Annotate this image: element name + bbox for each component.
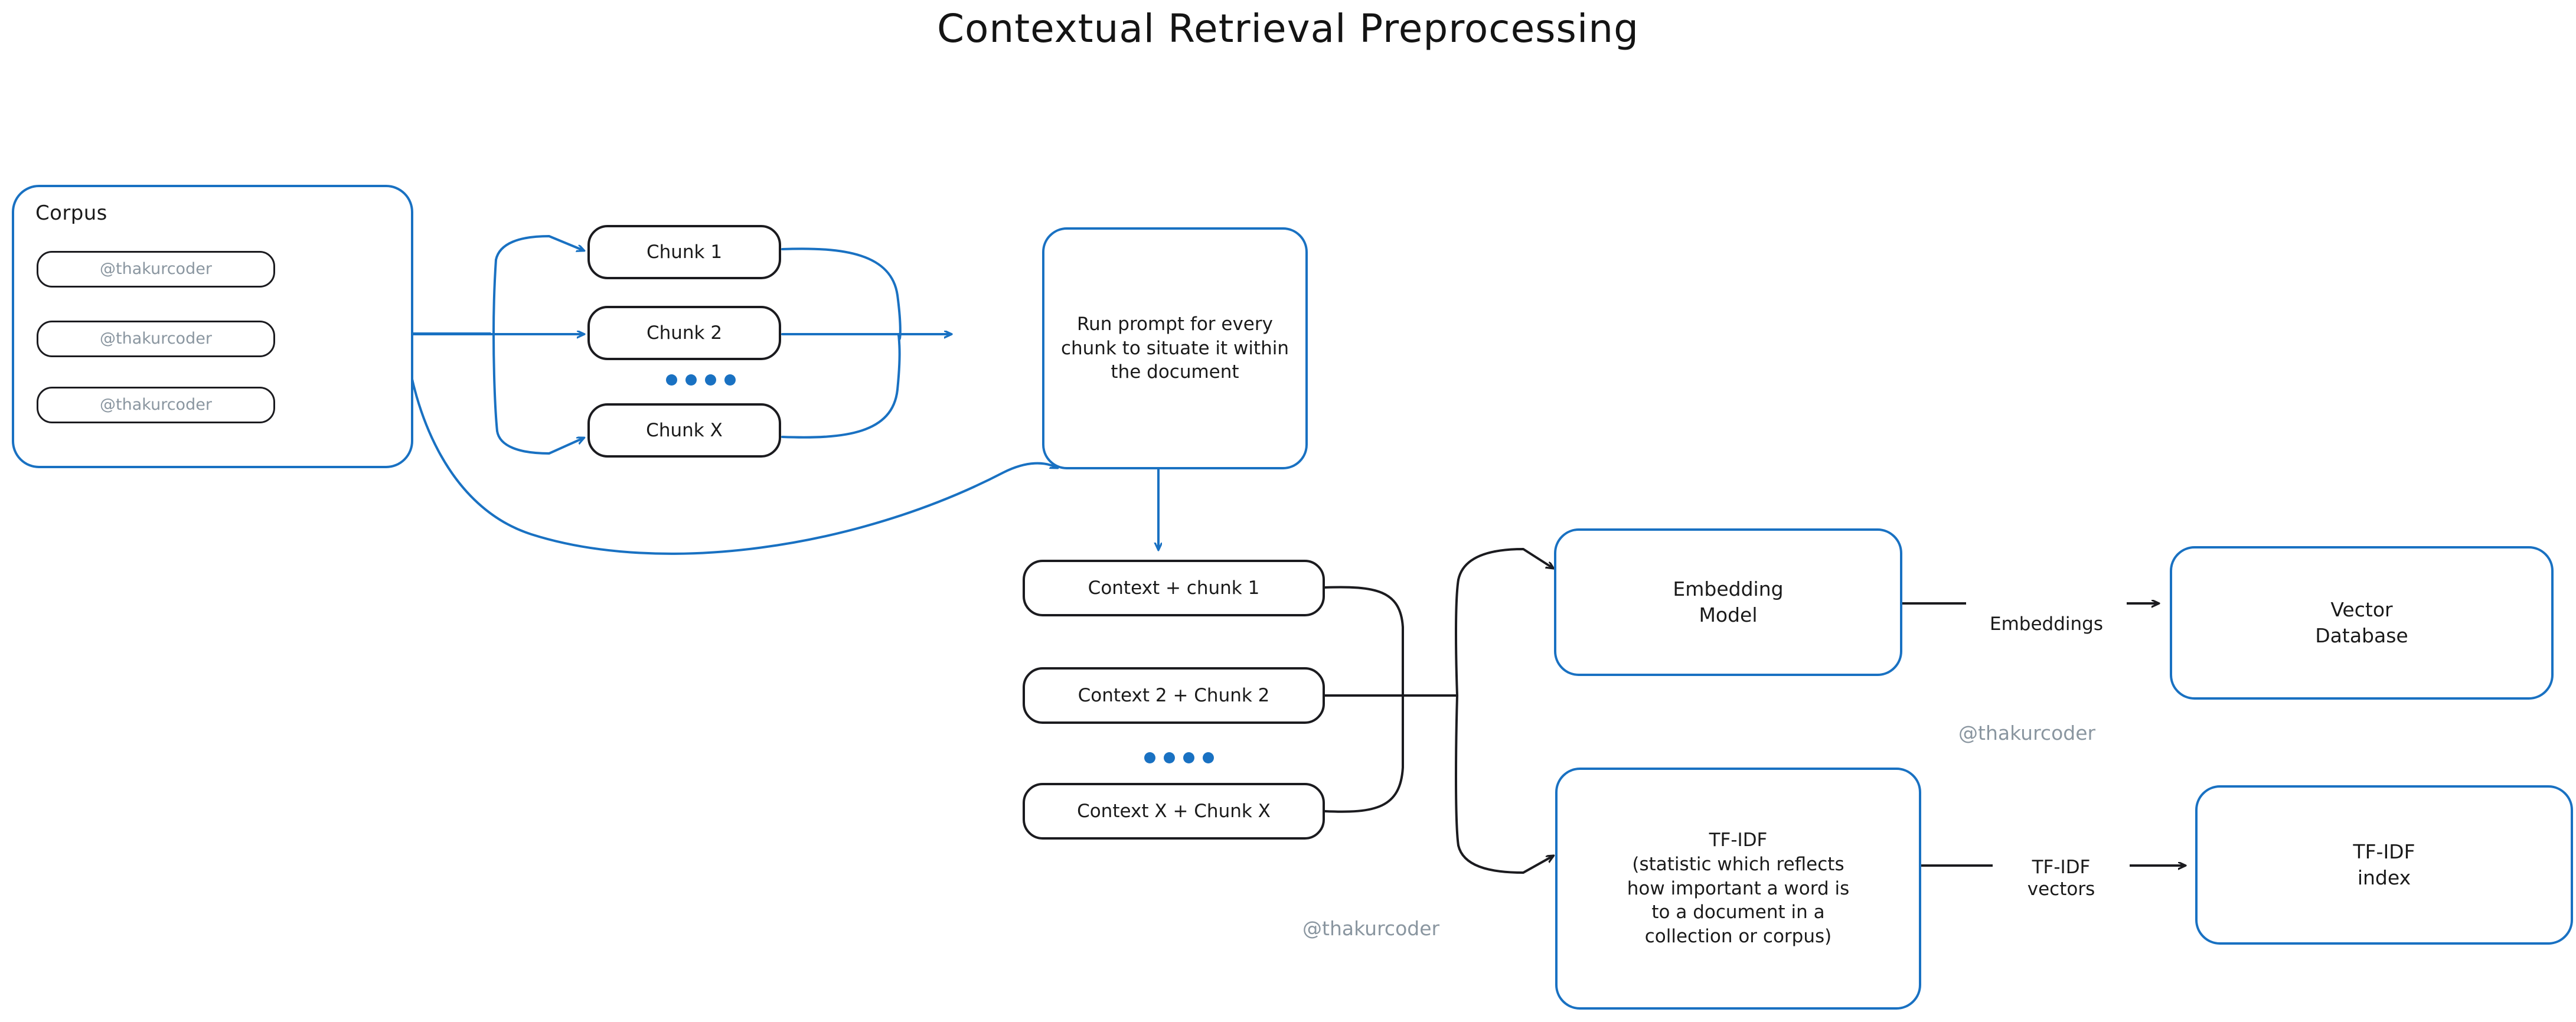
corpus-label: Corpus bbox=[35, 201, 107, 225]
chunk-node-x[interactable]: Chunk X bbox=[587, 403, 781, 458]
chunk-node-1-label: Chunk 1 bbox=[646, 241, 723, 263]
edge-label-tfidf-vectors-text: TF-IDF vectors bbox=[2027, 857, 2095, 900]
corpus-document-1-text: @thakurcoder bbox=[100, 260, 212, 279]
vector-database-node-label: Vector Database bbox=[2315, 598, 2408, 647]
context-chunks-ellipsis-dots bbox=[1144, 752, 1214, 763]
context-chunk-node-2-label: Context 2 + Chunk 2 bbox=[1078, 684, 1270, 706]
corpus-document-3-text: @thakurcoder bbox=[100, 396, 212, 414]
context-chunk-node-1-label: Context + chunk 1 bbox=[1088, 577, 1260, 599]
corpus-node[interactable]: Corpus @thakurcoder @thakurcoder @thakur… bbox=[12, 185, 413, 468]
chunk-node-2[interactable]: Chunk 2 bbox=[587, 306, 781, 360]
chunk-node-2-label: Chunk 2 bbox=[646, 322, 723, 344]
ellipsis-dot bbox=[1183, 752, 1194, 763]
tfidf-index-node-label: TF-IDF index bbox=[2353, 840, 2415, 889]
corpus-document-2-text: @thakurcoder bbox=[100, 329, 212, 348]
context-chunk-node-x[interactable]: Context X + Chunk X bbox=[1023, 783, 1325, 840]
context-chunk-node-x-label: Context X + Chunk X bbox=[1077, 800, 1271, 822]
ellipsis-dot bbox=[1203, 752, 1214, 763]
edge-label-tfidf-vectors: TF-IDF vectors bbox=[1993, 834, 2130, 902]
vector-database-node[interactable]: Vector Database bbox=[2170, 546, 2554, 700]
context-chunk-node-1[interactable]: Context + chunk 1 bbox=[1023, 560, 1325, 616]
watermark-tfidf-area: @thakurcoder bbox=[1302, 917, 1439, 940]
run-prompt-node-label: Run prompt for every chunk to situate it… bbox=[1060, 313, 1289, 383]
watermark-text: @thakurcoder bbox=[1958, 721, 2096, 745]
watermark-text: @thakurcoder bbox=[1302, 917, 1440, 940]
tfidf-index-node[interactable]: TF-IDF index bbox=[2195, 785, 2573, 945]
chunks-ellipsis-dots bbox=[666, 374, 736, 386]
ellipsis-dot bbox=[1144, 752, 1155, 763]
ellipsis-dot bbox=[1164, 752, 1175, 763]
ellipsis-dot bbox=[685, 374, 697, 386]
chunk-node-x-label: Chunk X bbox=[646, 419, 723, 441]
edge-label-embeddings: Embeddings bbox=[1966, 590, 2127, 637]
embedding-model-node-label: Embedding Model bbox=[1673, 577, 1784, 626]
corpus-document-2[interactable]: @thakurcoder bbox=[37, 321, 275, 357]
edge-label-embeddings-text: Embeddings bbox=[1990, 613, 2103, 635]
embedding-model-node[interactable]: Embedding Model bbox=[1554, 528, 1902, 676]
page-title: Contextual Retrieval Preprocessing bbox=[936, 6, 1640, 51]
corpus-document-1[interactable]: @thakurcoder bbox=[37, 251, 275, 288]
chunk-node-1[interactable]: Chunk 1 bbox=[587, 225, 781, 279]
ellipsis-dot bbox=[705, 374, 716, 386]
watermark-vector-area: @thakurcoder bbox=[1958, 721, 2095, 745]
run-prompt-node[interactable]: Run prompt for every chunk to situate it… bbox=[1042, 227, 1308, 469]
corpus-document-3[interactable]: @thakurcoder bbox=[37, 387, 275, 423]
tfidf-node[interactable]: TF-IDF (statistic which reflects how imp… bbox=[1555, 768, 1921, 1010]
ellipsis-dot bbox=[666, 374, 677, 386]
tfidf-node-label: TF-IDF (statistic which reflects how imp… bbox=[1627, 829, 1850, 948]
context-chunk-node-2[interactable]: Context 2 + Chunk 2 bbox=[1023, 667, 1325, 724]
ellipsis-dot bbox=[724, 374, 736, 386]
